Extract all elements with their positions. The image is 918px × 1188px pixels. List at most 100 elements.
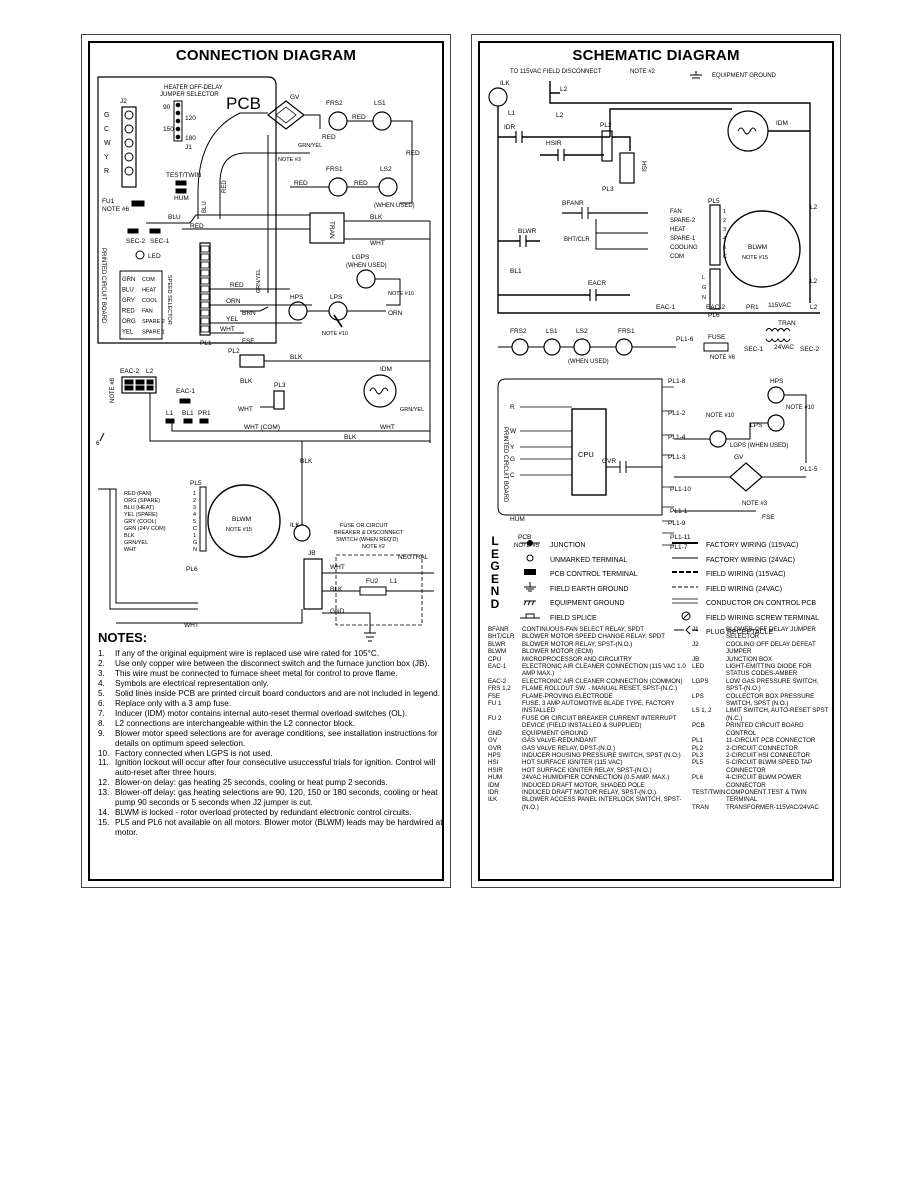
legend-letter: E bbox=[490, 546, 499, 561]
note-text: Ignition lockout will occur after four c… bbox=[115, 758, 436, 778]
abbreviation-key: EAC-1 bbox=[488, 663, 507, 671]
switch-note2: NOTE #2 bbox=[362, 544, 385, 550]
note-number: 7. bbox=[98, 708, 105, 718]
sec2-label: SEC-2 bbox=[800, 346, 820, 353]
eacr-label: EACR bbox=[588, 280, 606, 287]
abbreviation-definition: BLOWER MOTOR (ECM) bbox=[522, 648, 594, 656]
l1-label: L1 bbox=[508, 110, 516, 117]
connection-wiring-svg: PCB HEATER OFF-DELAY JUMPER SELECTOR 90 … bbox=[96, 76, 434, 642]
speed-selector-title: SPEED SELECTOR bbox=[166, 275, 172, 325]
abbreviation-definition: COLLECTOR BOX PRESSURE SWITCH, SPST (N.O… bbox=[726, 692, 815, 708]
abbreviation-key: HPS bbox=[488, 751, 501, 759]
legend-item: PCB CONTROL TERMINAL bbox=[516, 566, 638, 578]
pl5-label: PL5 bbox=[708, 198, 720, 205]
frs2-label: FRS2 bbox=[326, 100, 343, 107]
blwr-label: BLWR bbox=[518, 228, 537, 235]
abbreviation-definition: COMPONENT TEST & TWIN TERMINAL bbox=[726, 788, 807, 804]
pl5-connector bbox=[199, 486, 207, 552]
fu1-note-label: NOTE #6 bbox=[102, 206, 129, 213]
breaker-label: BREAKER & DISCONNECT bbox=[334, 530, 404, 536]
abbreviation-key: PCB bbox=[692, 722, 705, 730]
abbreviation-key: FSE bbox=[488, 692, 501, 700]
sch-hum: HUM bbox=[510, 516, 525, 523]
abbreviation-definition: LOW GAS PRESSURE SWITCH, SPST-(N.O.) bbox=[726, 677, 819, 693]
six-marker: 6 bbox=[96, 440, 100, 447]
speed-wire-color: RED bbox=[122, 309, 135, 315]
legend-letter: D bbox=[490, 596, 500, 611]
abbreviation-definition: FUSE OR CIRCUIT BREAKER CURRENT INTERRUP… bbox=[522, 714, 677, 730]
led-label: LED bbox=[148, 253, 161, 260]
legend-item: JUNCTION bbox=[516, 537, 585, 549]
pcb-vertical-label: PRINTED CIRCUIT BOARD bbox=[100, 248, 106, 324]
gas-valve-symbol bbox=[267, 100, 305, 130]
abbreviation-definition: BLOWER MOTOR SPEED CHANGE RELAY, SPDT bbox=[522, 633, 666, 641]
pl111-label: PL1-11 bbox=[670, 534, 691, 541]
plug-receptacle-icon bbox=[672, 624, 700, 641]
term-g: G bbox=[104, 112, 109, 119]
lgps-when-used: (WHEN USED) bbox=[346, 263, 387, 269]
abbreviation-key: LGPS bbox=[692, 677, 709, 685]
connection-diagram-title: CONNECTION DIAGRAM bbox=[175, 47, 357, 64]
orn-right-label: ORN bbox=[388, 310, 403, 317]
abbreviation-key: CPU bbox=[488, 655, 502, 663]
earth-ground-icon bbox=[516, 581, 544, 598]
t120-label: 120 bbox=[185, 115, 196, 122]
ls1-label: LS1 bbox=[546, 328, 558, 335]
wht-run-label: WHT bbox=[380, 424, 395, 431]
legend-item: FACTORY WIRING (115VAC) bbox=[672, 537, 798, 549]
note-item: 8.L2 connections are interchangeable wit… bbox=[98, 719, 443, 729]
legend-text: CONDUCTOR ON CONTROL PCB bbox=[706, 600, 817, 608]
pl5-pin-name: SPARE-1 bbox=[670, 236, 696, 242]
pl2-label: PL2 bbox=[600, 122, 612, 129]
abbreviation-definition: ELECTRONIC AIR CLEANER CONNECTION (COMMO… bbox=[522, 677, 683, 685]
screw-terminal-icon bbox=[672, 610, 700, 627]
blower-lead-pin: 3 bbox=[193, 505, 196, 511]
red-sec-label: RED bbox=[190, 223, 204, 230]
l2-label: L2 bbox=[146, 368, 154, 375]
abbreviation-key: PL1 bbox=[692, 737, 704, 745]
speed-tap-label: SPARE 1 bbox=[142, 330, 165, 336]
ilk-switch-symbol bbox=[293, 524, 311, 542]
sec2-label: SEC-2 bbox=[126, 238, 146, 245]
abbreviation-definition: EQUIPMENT GROUND bbox=[522, 729, 588, 737]
field-wiring-115vac-icon bbox=[672, 566, 700, 583]
l2-connector-block bbox=[121, 376, 157, 394]
abbreviation-definition: PRINTED CIRCUIT BOARD CONTROL bbox=[726, 722, 804, 737]
legend-text: FACTORY WIRING (115VAC) bbox=[706, 542, 799, 550]
bl1-label: BL1 bbox=[510, 268, 522, 275]
pl6-label: PL6 bbox=[708, 312, 720, 319]
blower-lead-pin: G bbox=[193, 540, 197, 546]
eac2-label: EAC-2 bbox=[706, 304, 726, 311]
pl3-label: PL3 bbox=[274, 382, 286, 389]
jb-label: JB bbox=[308, 550, 316, 557]
note-number: 14. bbox=[98, 808, 110, 818]
heater-label: HEATER OFF-DELAY bbox=[164, 85, 223, 91]
jb-wht-label: WHT bbox=[330, 564, 345, 571]
frs1-label: FRS1 bbox=[326, 166, 343, 173]
schematic-gas-valve bbox=[729, 462, 763, 492]
note-item: 10.Factory connected when LGPS is not us… bbox=[98, 749, 443, 759]
pl5-pin-number: 3 bbox=[723, 227, 726, 233]
sch-y: Y bbox=[510, 444, 515, 451]
pl2-connector bbox=[601, 130, 613, 162]
abbreviation-definition: MICROPROCESSOR AND CIRCUITRY bbox=[522, 655, 632, 663]
bhtclr-label: BHT/CLR bbox=[564, 237, 590, 243]
pl12-label: PL1-2 bbox=[668, 410, 686, 417]
pl5-connector bbox=[709, 204, 721, 266]
idm-label: IDM bbox=[776, 120, 788, 127]
gv-label: GV bbox=[290, 94, 300, 101]
legend-item: CONDUCTOR ON CONTROL PCB bbox=[672, 595, 816, 607]
l1-label: L1 bbox=[166, 410, 174, 417]
gv-red-label: RED bbox=[322, 134, 336, 141]
note-item: 12.Blower-on delay: gas heating 25 secon… bbox=[98, 778, 443, 788]
pl14-label: PL1-4 bbox=[668, 434, 686, 441]
